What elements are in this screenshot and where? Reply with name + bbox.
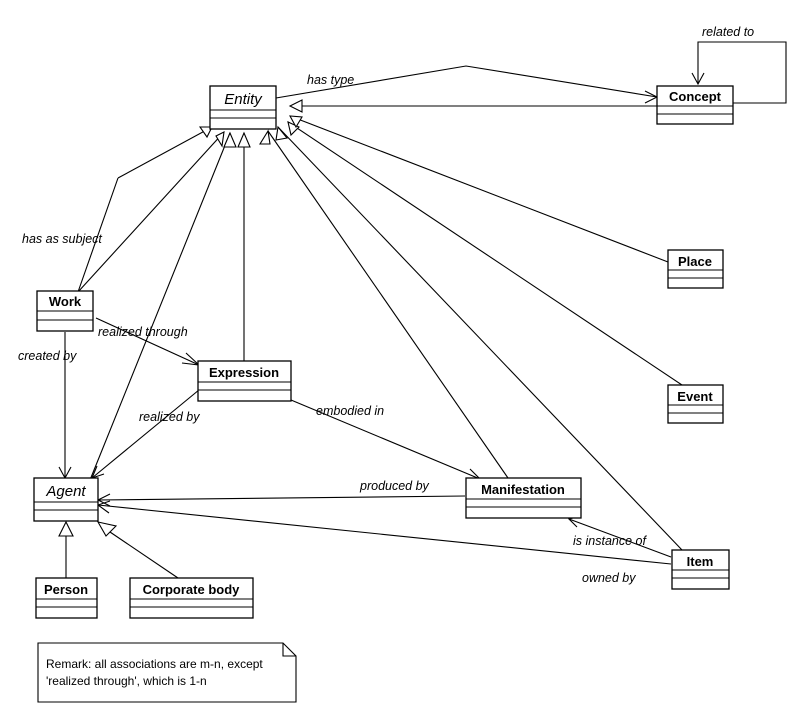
triangle-head-place [289, 115, 303, 129]
triangle-head-person [58, 520, 74, 537]
label-realized-by: realized by [139, 410, 200, 424]
triangle-head-expression [237, 131, 251, 148]
embodied-in-line [290, 399, 481, 480]
work-generalization-line-c [77, 131, 225, 293]
class-work-name: Work [49, 294, 82, 309]
produced-by-association [96, 493, 466, 507]
class-person-box [35, 577, 98, 619]
triangle-head-item [275, 125, 289, 141]
class-concept[interactable]: Concept [656, 85, 734, 125]
label-has-type: has type [307, 73, 354, 87]
triangle-head-agent [223, 131, 237, 148]
has-type-line [275, 65, 658, 99]
generalization-heads [198, 99, 303, 148]
label-is-instance-of: is instance of [573, 534, 647, 548]
agent-subclass-lines [58, 520, 179, 579]
class-event[interactable]: Event [667, 384, 724, 424]
realized-by-association [91, 384, 206, 479]
triangle-head-corporate-body [96, 521, 118, 537]
label-embodied-in: embodied in [316, 404, 384, 418]
owned-by-arrowhead [96, 500, 111, 514]
class-corporate-body-box [129, 577, 254, 619]
note-line-2: 'realized through', which is 1-n [46, 674, 207, 688]
work-generalization-line-a [77, 177, 119, 293]
class-entity[interactable]: Entity [209, 85, 277, 130]
related-to-line [697, 41, 787, 104]
triangle-head-work-a [198, 126, 213, 139]
corporate-body-generalization-line [109, 531, 179, 579]
class-person[interactable]: Person [35, 577, 98, 619]
remark-note: Remark: all associations are m-n, except… [37, 642, 297, 703]
owned-by-line [97, 504, 672, 565]
note-folded-corner [282, 643, 296, 657]
class-place-box [667, 249, 724, 289]
triangle-head-event [287, 121, 300, 137]
class-event-box [667, 384, 724, 424]
produced-by-line [97, 495, 466, 501]
label-realized-through: realized through [98, 325, 188, 339]
label-produced-by: produced by [359, 479, 430, 493]
place-generalization-line [289, 115, 669, 263]
class-expression-box [197, 360, 292, 402]
class-person-name: Person [44, 582, 88, 597]
note-outline [37, 642, 297, 703]
class-entity-box [209, 85, 277, 130]
class-expression[interactable]: Expression [197, 360, 292, 402]
manifestation-generalization-line [267, 130, 509, 479]
class-item-name: Item [687, 554, 714, 569]
class-manifestation-name: Manifestation [481, 482, 565, 497]
triangle-head-work [215, 131, 225, 148]
note-line-1: Remark: all associations are m-n, except [46, 657, 263, 671]
label-created-by: created by [18, 349, 77, 363]
class-entity-name: Entity [224, 91, 263, 108]
class-concept-name: Concept [669, 89, 722, 104]
triangle-head-concept [288, 99, 303, 113]
class-agent-name: Agent [45, 483, 86, 500]
association-labels: related to has type has as subject reali… [18, 25, 754, 585]
class-corporate-body[interactable]: Corporate body [129, 577, 254, 619]
triangle-head-manifestation [259, 129, 271, 145]
realized-through-line [95, 317, 200, 366]
class-concept-box [656, 85, 734, 125]
related-to-association [691, 41, 787, 104]
class-corporate-body-name: Corporate body [143, 582, 241, 597]
related-to-arrowhead [691, 72, 705, 86]
agent-generalization-line [89, 132, 231, 481]
owned-by-association [96, 500, 672, 565]
label-has-as-subject: has as subject [22, 232, 102, 246]
class-agent-box [33, 477, 99, 522]
event-generalization-line [287, 121, 683, 386]
work-generalization-line-b [117, 126, 213, 179]
class-place[interactable]: Place [667, 249, 724, 289]
class-manifestation[interactable]: Manifestation [465, 477, 582, 519]
is-instance-of-line [568, 518, 672, 558]
class-place-name: Place [678, 254, 712, 269]
realized-by-line [91, 384, 206, 479]
class-event-name: Event [677, 389, 713, 404]
class-expression-name: Expression [209, 365, 279, 380]
class-item[interactable]: Item [671, 549, 730, 590]
generalization-lines [77, 105, 683, 551]
class-manifestation-box [465, 477, 582, 519]
item-generalization-line [277, 126, 683, 551]
label-related-to: related to [702, 25, 754, 39]
class-work[interactable]: Work [36, 290, 94, 332]
label-owned-by: owned by [582, 571, 636, 585]
class-agent[interactable]: Agent [33, 477, 99, 522]
